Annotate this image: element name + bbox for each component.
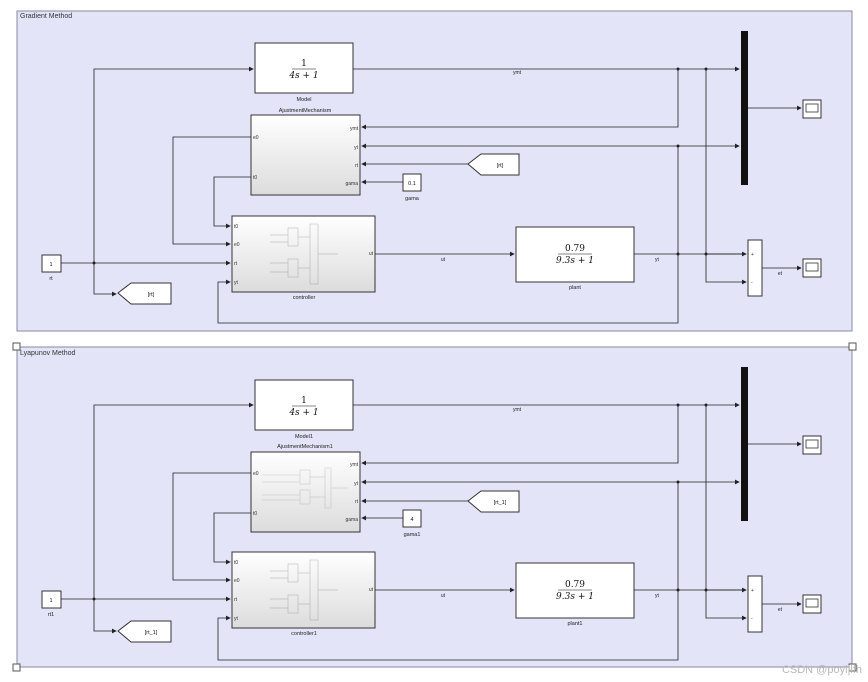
port-t0: t0 xyxy=(253,175,257,181)
signal-yt: yt xyxy=(655,593,660,599)
ctrl-port-yt: yt xyxy=(234,616,239,622)
input-value: 1 xyxy=(49,598,52,604)
subsystem-lyapunov: Lyapunov Method 1 4s + 1 Model1 Ajustmen… xyxy=(12,342,857,672)
area-title: Gradient Method xyxy=(20,13,72,20)
model-num: 1 xyxy=(301,59,307,69)
resize-handle-bl[interactable] xyxy=(12,663,21,672)
model-den: 4s + 1 xyxy=(288,408,318,418)
subsystem-gradient: Gradient Method 1 4s + 1 Model Ajustment… xyxy=(16,10,853,332)
port-gama: gama xyxy=(345,517,358,523)
ctrl-port-rt: rt xyxy=(234,261,238,267)
ctrl-port-e0: e0 xyxy=(234,242,240,248)
adjustment-mechanism-block[interactable] xyxy=(250,451,361,533)
port-rt: rt xyxy=(355,163,359,169)
resize-handle-tr[interactable] xyxy=(848,342,857,351)
signal-yt: yt xyxy=(655,257,660,263)
port-gama: gama xyxy=(345,181,358,187)
ctrl-port-yt: yt xyxy=(234,280,239,286)
signal-ut: ut xyxy=(441,593,446,599)
model-block[interactable] xyxy=(254,42,354,94)
signal-et: et xyxy=(778,271,783,277)
signal-ymt: ymt xyxy=(513,407,522,413)
wires xyxy=(61,402,802,661)
gama-value: 4 xyxy=(410,517,413,523)
signal-ut: ut xyxy=(441,257,446,263)
port-e0: e0 xyxy=(253,471,259,477)
port-ymt: ymt xyxy=(350,462,359,468)
port-yt: yt xyxy=(354,481,359,487)
mechanism-label: AjustmentMechanism xyxy=(279,108,332,114)
sum-block[interactable] xyxy=(747,575,763,633)
plant-label: plant1 xyxy=(568,621,583,627)
wires xyxy=(61,66,802,324)
input-constant[interactable] xyxy=(41,254,62,273)
plant-den: 9.3s + 1 xyxy=(556,592,594,602)
plant-label: plant xyxy=(569,285,581,291)
ctrl-port-rt: rt xyxy=(234,597,238,603)
ctrl-port-e0: e0 xyxy=(234,578,240,584)
gama-constant[interactable] xyxy=(402,173,422,192)
watermark: CSDN @poyi|lfh xyxy=(781,664,862,676)
signal-ymt: ymt xyxy=(513,70,522,76)
model-label: Model1 xyxy=(295,434,313,440)
gama-constant[interactable] xyxy=(402,509,422,528)
port-rt: rt xyxy=(355,499,359,505)
ctrl-port-ut: ut xyxy=(369,251,374,257)
sum-minus: - xyxy=(751,280,753,286)
controller-label: controller xyxy=(293,295,316,301)
port-e0: e0 xyxy=(253,135,259,141)
input-label: rt1 xyxy=(48,612,54,618)
gama-label: gama1 xyxy=(404,532,421,538)
from-rt-tag[interactable] xyxy=(467,153,520,176)
controller-block[interactable] xyxy=(231,551,376,629)
resize-handle-br[interactable] xyxy=(848,663,857,672)
ctrl-port-t0: t0 xyxy=(234,560,238,566)
ctrl-port-t0: t0 xyxy=(234,224,238,230)
area-gradient[interactable] xyxy=(16,10,853,332)
scope-1[interactable] xyxy=(802,435,822,455)
goto-rt-label: [rt_1] xyxy=(145,630,158,636)
scope-2[interactable] xyxy=(802,594,822,614)
model-num: 1 xyxy=(301,396,307,406)
goto-rt-label: [rt] xyxy=(148,292,155,298)
goto-rt-tag[interactable] xyxy=(117,620,172,643)
gama-value: 0.1 xyxy=(408,181,416,187)
sum-plus: + xyxy=(751,252,754,258)
resize-handle-tl[interactable] xyxy=(12,342,21,351)
from-rt-label: [rt_1] xyxy=(494,500,507,506)
plant-num: 0.79 xyxy=(565,244,585,254)
scope-2[interactable] xyxy=(802,258,822,278)
sum-minus: - xyxy=(751,616,753,622)
controller-label: controller1 xyxy=(291,631,317,637)
from-rt-label: [rt] xyxy=(497,163,504,169)
area-title: Lyapunov Method xyxy=(20,350,75,357)
ctrl-port-ut: ut xyxy=(369,587,374,593)
port-ymt: ymt xyxy=(350,126,359,132)
plant-den: 9.3s + 1 xyxy=(556,256,594,266)
sum-plus: + xyxy=(751,588,754,594)
model-label: Model xyxy=(297,97,312,103)
model-den: 4s + 1 xyxy=(288,71,318,81)
from-rt-tag[interactable] xyxy=(467,490,520,513)
mechanism-label: AjustmentMechanism1 xyxy=(277,444,333,450)
port-t0: t0 xyxy=(253,511,257,517)
scope-1[interactable] xyxy=(802,99,822,119)
signal-et: et xyxy=(778,607,783,613)
goto-rt-tag[interactable] xyxy=(117,282,172,305)
input-constant[interactable] xyxy=(41,590,62,609)
plant-num: 0.79 xyxy=(565,580,585,590)
adjustment-mechanism-block[interactable] xyxy=(250,114,361,196)
controller-block[interactable] xyxy=(231,215,376,293)
plant-block[interactable] xyxy=(515,562,635,619)
sum-block[interactable] xyxy=(747,239,763,297)
input-value: 1 xyxy=(49,262,52,268)
input-label: rt xyxy=(49,276,53,282)
mux-block[interactable] xyxy=(741,367,748,521)
plant-block[interactable] xyxy=(515,226,635,283)
gama-label: gama xyxy=(405,196,420,202)
mux-block[interactable] xyxy=(741,31,748,185)
area-lyapunov[interactable] xyxy=(16,346,853,668)
port-yt: yt xyxy=(354,145,359,151)
